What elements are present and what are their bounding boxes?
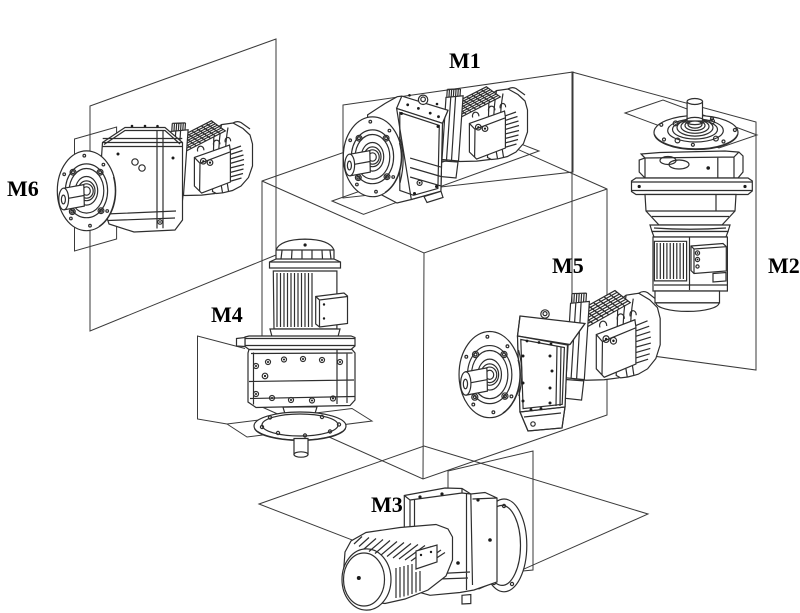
svg-text:M3: M3 (371, 492, 403, 517)
svg-text:M1: M1 (449, 48, 481, 73)
svg-text:M5: M5 (552, 253, 584, 278)
svg-text:M4: M4 (211, 302, 243, 327)
svg-text:M6: M6 (7, 176, 39, 201)
svg-text:M2: M2 (768, 253, 800, 278)
